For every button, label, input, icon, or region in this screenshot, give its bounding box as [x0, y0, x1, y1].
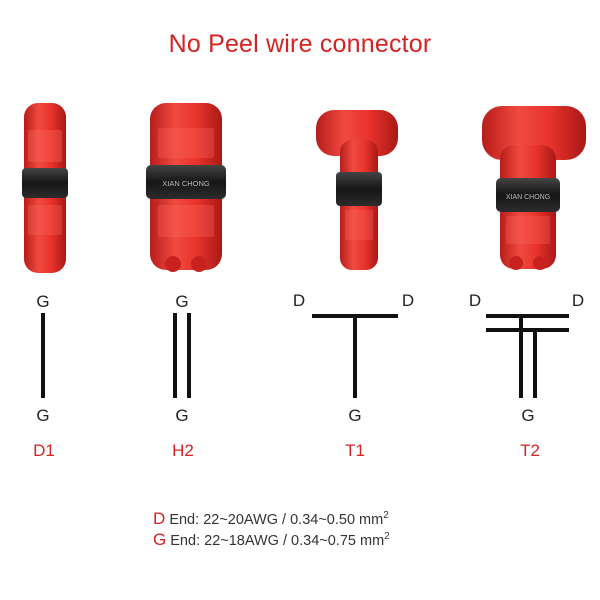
h2-bottom-end: G [175, 406, 188, 425]
legend-g-end: G End: 22~18AWG / 0.34~0.75 mm2 [153, 530, 493, 550]
diagram-d1: G G [36, 292, 49, 425]
diagram-t1: D D G [293, 291, 414, 425]
model-label-t2: T2 [520, 441, 540, 460]
model-label-t1: T1 [345, 441, 365, 460]
t1-bottom-end: G [348, 406, 361, 425]
connector-h2: XIAN CHONG [146, 103, 226, 272]
t2-left-end: D [469, 291, 481, 310]
legend-g-spec: 22~18AWG / 0.34~0.75 mm [204, 533, 385, 549]
d1-top-end: G [36, 292, 49, 311]
connector-t2: XIAN CHONG [482, 106, 586, 270]
legend-d-end: D End: 22~20AWG / 0.34~0.50 mm2 [153, 509, 493, 529]
d1-bottom-end: G [36, 406, 49, 425]
connector-d1 [22, 103, 68, 273]
diagram-t2: D D G [469, 291, 584, 425]
legend-d-spec: 22~20AWG / 0.34~0.50 mm [203, 512, 384, 528]
legend-g-label: End: [170, 533, 201, 549]
legend-g-key: G [153, 530, 167, 549]
h2-band-text: XIAN CHONG [162, 179, 210, 188]
t1-right-end: D [402, 291, 414, 310]
model-label-h2: H2 [172, 441, 194, 460]
model-label-d1: D1 [33, 441, 55, 460]
legend-d-key: D [153, 509, 166, 528]
t2-right-end: D [572, 291, 584, 310]
legend-d-sup: 2 [383, 510, 389, 522]
h2-top-end: G [175, 292, 188, 311]
t2-band-text: XIAN CHONG [506, 194, 550, 201]
diagram-h2: G G [173, 292, 191, 425]
t1-left-end: D [293, 291, 305, 310]
page-title: No Peel wire connector [168, 30, 432, 58]
connector-t1 [316, 110, 398, 270]
legend-g-sup: 2 [384, 531, 390, 543]
t2-bottom-end: G [521, 406, 534, 425]
legend-d-label: End: [169, 512, 200, 528]
